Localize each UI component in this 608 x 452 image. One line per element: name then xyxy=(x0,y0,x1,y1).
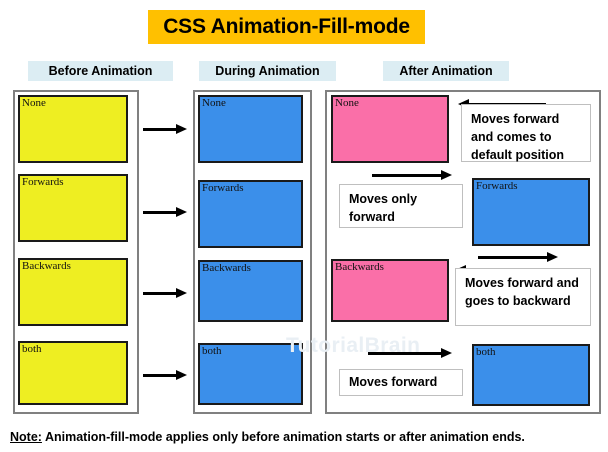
during-box-backwards-label: Backwards xyxy=(202,262,251,274)
after-box-both-label: both xyxy=(476,346,496,358)
before-box-backwards: Backwards xyxy=(18,258,128,326)
arrow-right-icon-row-none xyxy=(143,124,187,134)
callout-backwards: Moves forward and goes to backward xyxy=(455,268,591,326)
callout-both: Moves forward xyxy=(339,369,463,396)
footer-note-text: Animation-fill-mode applies only before … xyxy=(41,430,525,444)
arrow-right-icon-row-both xyxy=(143,370,187,380)
during-box-both-label: both xyxy=(202,345,222,357)
during-box-none: None xyxy=(198,95,303,163)
before-box-forwards-label: Forwards xyxy=(22,176,64,188)
during-box-none-label: None xyxy=(202,97,226,109)
before-box-both-label: both xyxy=(22,343,42,355)
arrow-right-icon-row-backwards xyxy=(143,288,187,298)
after-box-backwards-label: Backwards xyxy=(335,261,384,273)
arrow-right-icon-row-forwards xyxy=(143,207,187,217)
column-header-during: During Animation xyxy=(199,61,336,81)
arrow-right-icon-backwards-forward xyxy=(478,252,558,262)
callout-none: Moves forward and comes to default posit… xyxy=(461,104,591,162)
before-box-none: None xyxy=(18,95,128,163)
before-box-forwards: Forwards xyxy=(18,174,128,242)
watermark: TutorialBrain xyxy=(286,334,421,357)
during-box-forwards: Forwards xyxy=(198,180,303,248)
during-box-forwards-label: Forwards xyxy=(202,182,244,194)
footer-note: Note: Animation-fill-mode applies only b… xyxy=(10,430,600,444)
after-box-backwards: Backwards xyxy=(331,259,449,322)
column-header-before: Before Animation xyxy=(28,61,173,81)
after-box-none-label: None xyxy=(335,97,359,109)
arrow-right-icon-forwards-move xyxy=(372,170,452,180)
after-box-forwards: Forwards xyxy=(472,178,590,246)
arrow-right-icon-both-move xyxy=(368,348,452,358)
column-header-after: After Animation xyxy=(383,61,509,81)
before-box-both: both xyxy=(18,341,128,405)
during-box-both: both xyxy=(198,343,303,405)
page-title: CSS Animation-Fill-mode xyxy=(148,10,425,44)
after-box-none: None xyxy=(331,95,449,163)
before-box-none-label: None xyxy=(22,97,46,109)
after-box-both: both xyxy=(472,344,590,406)
footer-note-label: Note: xyxy=(10,430,42,444)
callout-forwards: Moves only forward xyxy=(339,184,463,228)
before-box-backwards-label: Backwards xyxy=(22,260,71,272)
after-box-forwards-label: Forwards xyxy=(476,180,518,192)
during-box-backwards: Backwards xyxy=(198,260,303,322)
